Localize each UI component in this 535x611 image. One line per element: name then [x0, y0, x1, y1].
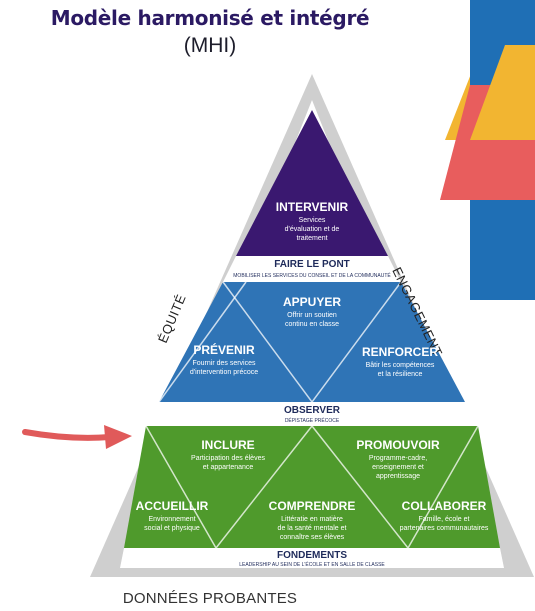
pointer-arrow — [22, 425, 132, 449]
renforcer-desc-2: et la résilience — [378, 371, 423, 378]
inclure-desc-2: et appartenance — [203, 464, 254, 471]
prevenir-title: PRÉVENIR — [193, 342, 255, 357]
inclure-desc-1: Participation des élèves — [191, 455, 265, 462]
diagram-title: Modèle harmonisé et intégré — [50, 6, 370, 30]
bottom-tier-dividers — [145, 424, 479, 550]
inclure-title: INCLURE — [201, 438, 254, 452]
renforcer-desc-1: Bâtir les compétences — [366, 362, 435, 369]
observer-title: OBSERVER — [284, 405, 341, 416]
collaborer-desc-2: partenaires communautaires — [400, 525, 489, 532]
comprendre-desc-2: de la santé mentale et — [278, 525, 347, 532]
fondements-sub: LEADERSHIP AU SEIN DE L'ÉCOLE ET EN SALL… — [239, 561, 385, 568]
middle-tier — [159, 282, 465, 402]
intervenir-desc-3: traitement — [296, 235, 327, 242]
intervenir-desc-2: d'évaluation et de — [285, 226, 340, 233]
side-label-left: ÉQUITÉ — [155, 292, 189, 345]
fondements-title: FONDEMENTS — [277, 550, 347, 561]
prevenir-desc-1: Fournir des services — [192, 360, 256, 367]
middle-tier-dividers — [158, 281, 402, 404]
footer-label: DONNÉES PROBANTES — [122, 590, 298, 607]
appuyer-desc-2: continu en classe — [285, 321, 339, 328]
band-faire-le-pont — [223, 256, 401, 282]
appuyer-desc-1: Offrir un soutien — [287, 312, 337, 319]
intervenir-desc-1: Services — [299, 217, 326, 224]
accueillir-desc-1: Environnement — [148, 516, 195, 523]
band-fondements — [120, 548, 504, 568]
arrow-head — [104, 425, 132, 449]
collaborer-desc-1: Famille, école et — [419, 516, 470, 523]
renforcer-title: RENFORCER — [362, 345, 438, 359]
diagram-subtitle: (MHI) — [183, 34, 237, 57]
collaborer-title: COLLABORER — [402, 499, 487, 513]
deco-yellow-shape-2 — [470, 45, 535, 140]
intervenir-title: INTERVENIR — [276, 200, 349, 214]
promouvoir-title: PROMOUVOIR — [356, 438, 440, 452]
accueillir-title: ACCUEILLIR — [136, 499, 209, 513]
observer-sub: DÉPISTAGE PRÉCOCE — [285, 417, 340, 424]
comprendre-title: COMPRENDRE — [269, 499, 356, 513]
decorative-corner-shapes — [440, 0, 535, 300]
appuyer-title: APPUYER — [283, 295, 341, 309]
accueillir-desc-2: social et physique — [144, 525, 200, 532]
faire-le-pont-sub: MOBILISER LES SERVICES DU CONSEIL ET DE … — [233, 272, 391, 279]
comprendre-desc-1: Littératie en matière — [281, 516, 343, 523]
bottom-tier — [124, 426, 500, 548]
arrow-shaft — [22, 429, 113, 441]
band-observer — [146, 402, 478, 426]
faire-le-pont-title: FAIRE LE PONT — [274, 259, 350, 270]
prevenir-desc-2: d'intervention précoce — [190, 369, 258, 376]
comprendre-desc-3: connaître ses élèves — [280, 534, 345, 541]
promouvoir-desc-2: enseignement et — [372, 464, 424, 471]
promouvoir-desc-3: apprentissage — [376, 473, 420, 480]
top-tier-intervenir — [236, 110, 388, 256]
promouvoir-desc-1: Programme-cadre, — [369, 455, 427, 462]
